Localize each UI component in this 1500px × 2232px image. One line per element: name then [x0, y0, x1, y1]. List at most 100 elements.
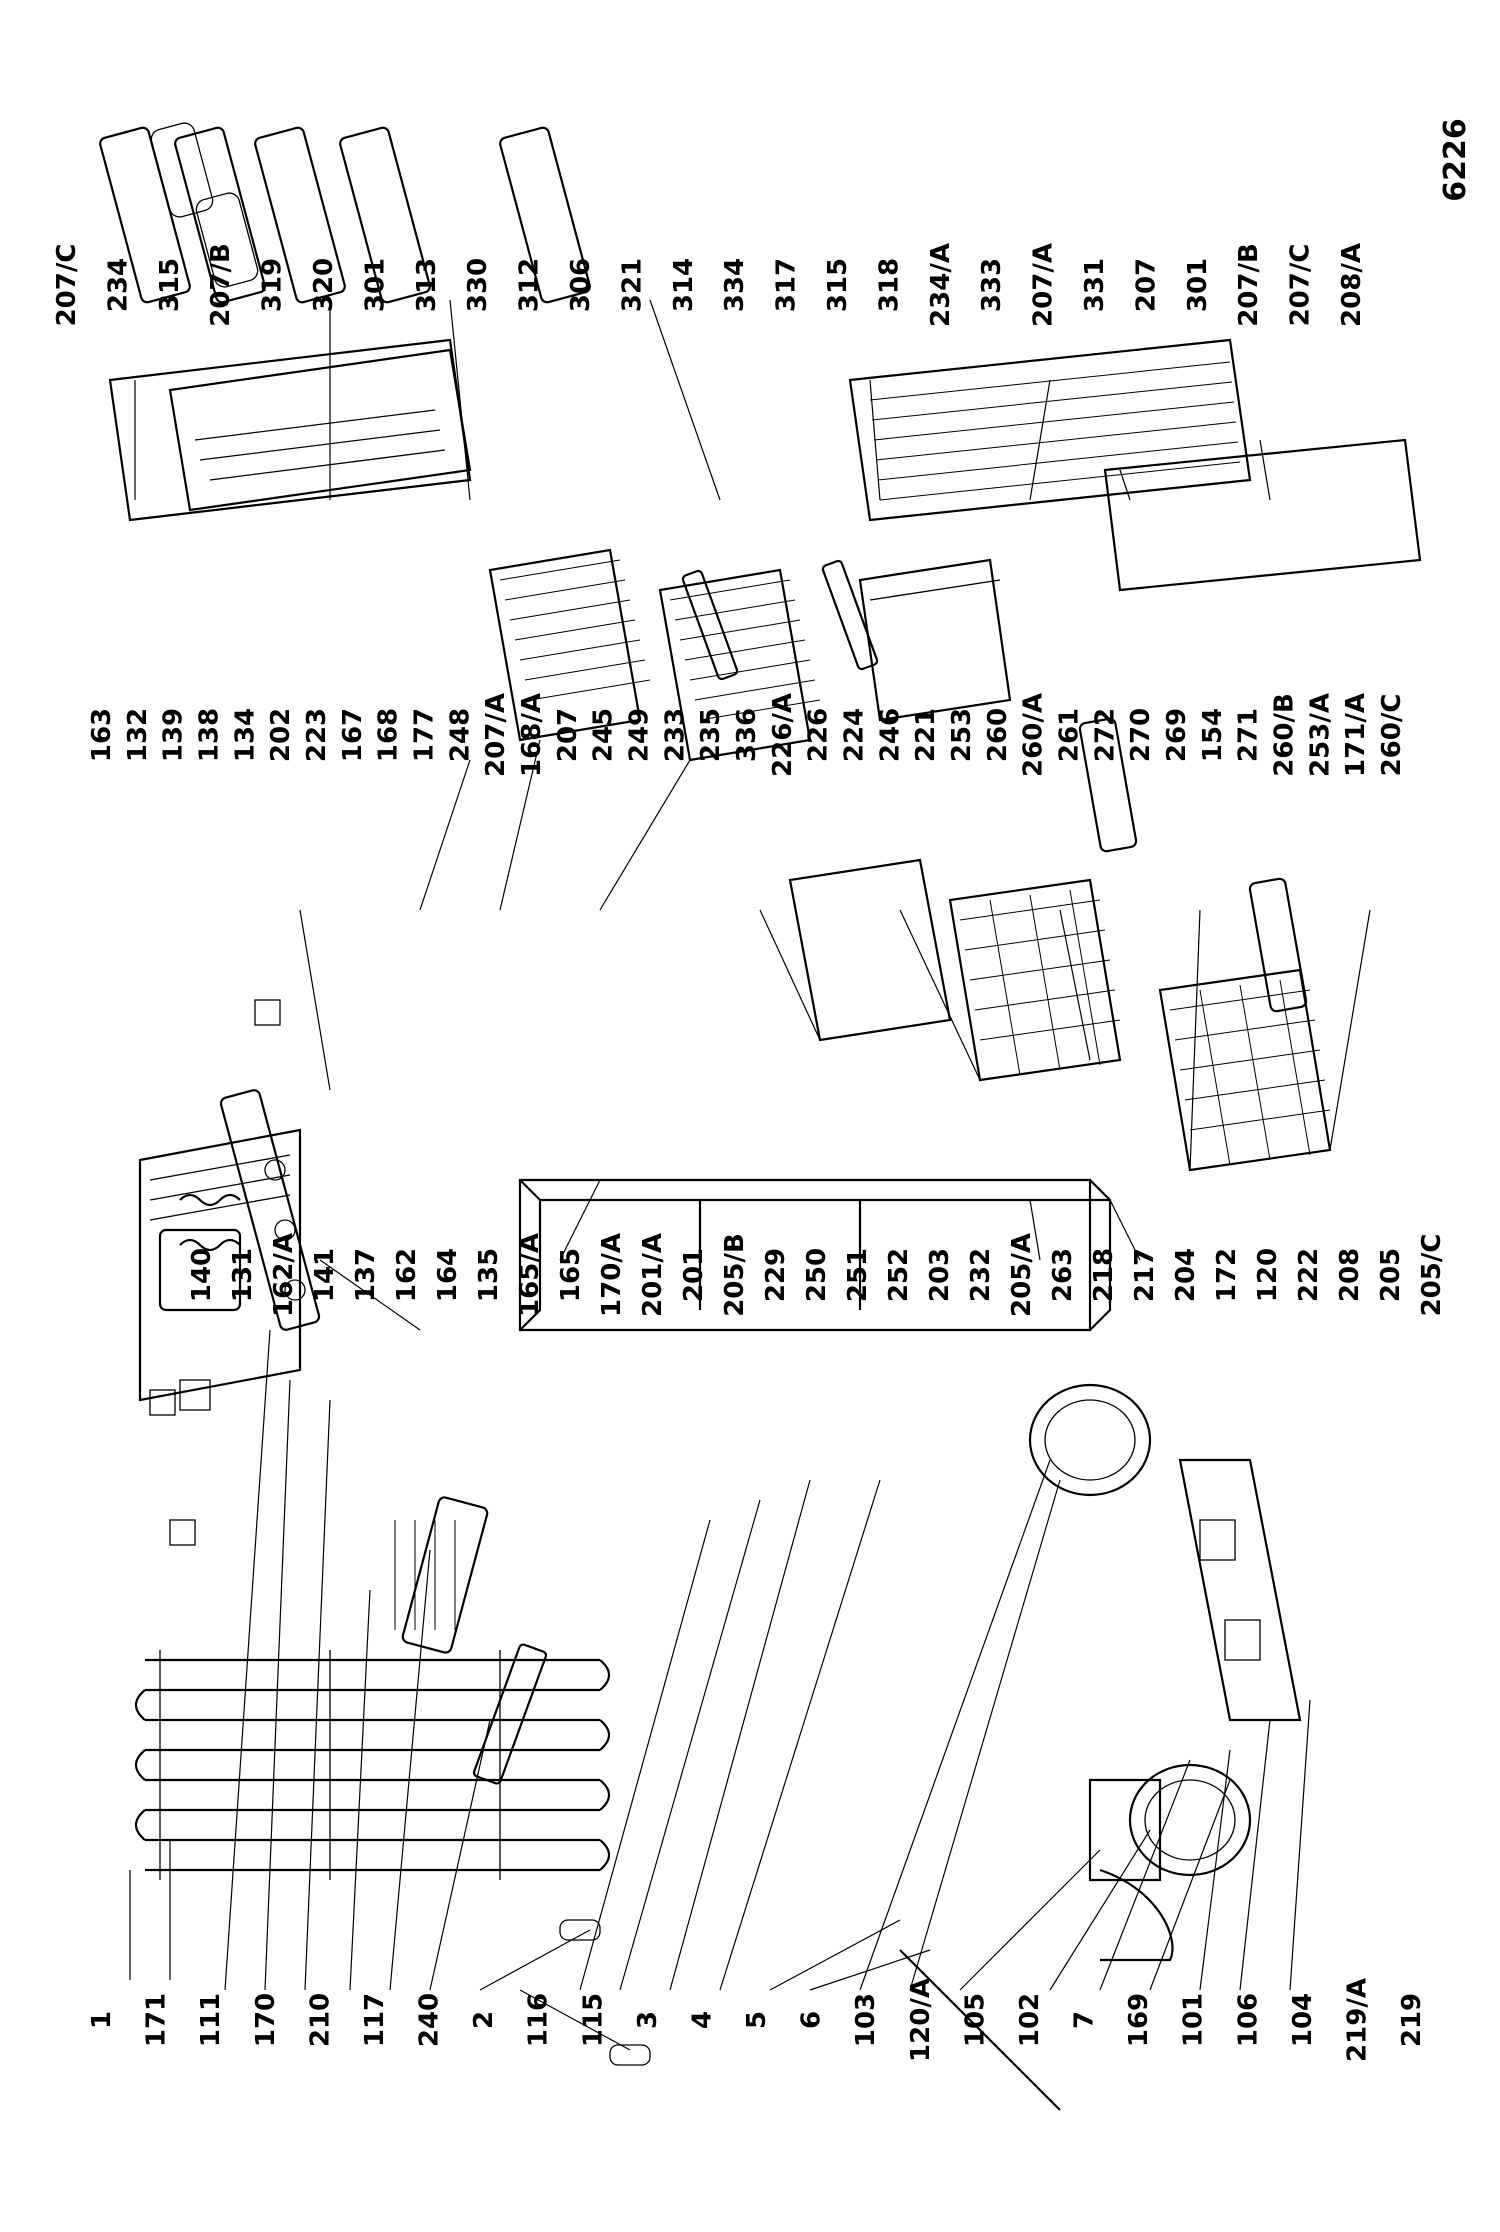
part-label: 207/B	[1234, 243, 1264, 327]
part-label: 137	[351, 1248, 381, 1302]
part-label: 232	[966, 1248, 996, 1302]
part-label: 138	[195, 708, 225, 762]
part-label: 315	[823, 258, 853, 312]
back-panel-plate	[138, 1128, 302, 1411]
part-label: 226/A	[768, 693, 798, 777]
part-label: 165	[556, 1248, 586, 1302]
part-label: 101	[1179, 1993, 1209, 2047]
part-label: 202	[266, 708, 296, 762]
part-label: 260/A	[1019, 693, 1049, 777]
fridge-door	[108, 338, 472, 522]
part-label: 207	[553, 708, 583, 762]
part-label: 269	[1162, 708, 1192, 762]
part-label: 170	[251, 1993, 281, 2047]
part-label: 224	[840, 708, 870, 762]
part-label: 162	[392, 1248, 422, 1302]
part-label: 103	[851, 1993, 881, 2047]
part-label: 172	[1212, 1248, 1242, 1302]
part-label: 120	[1253, 1248, 1283, 1302]
part-label: 251	[843, 1248, 873, 1302]
part-label: 105	[960, 1993, 990, 2047]
part-label: 313	[412, 258, 442, 312]
freezer-door	[848, 338, 1422, 592]
part-label: 240	[415, 1993, 445, 2047]
part-label: 169	[1124, 1993, 1154, 2047]
part-label: 207/A	[481, 693, 511, 777]
part-label: 223	[302, 708, 332, 762]
compressor	[1028, 1383, 1252, 1962]
part-label: 245	[589, 708, 619, 762]
part-label: 261	[1055, 708, 1085, 762]
part-label: 7	[1070, 2011, 1100, 2029]
part-label: 2	[469, 2011, 499, 2029]
part-label: 331	[1080, 258, 1110, 312]
part-label: 140	[187, 1248, 217, 1302]
part-label: 218	[1089, 1248, 1119, 1302]
part-label: 330	[463, 258, 493, 312]
part-label: 320	[309, 258, 339, 312]
part-label: 1	[87, 2011, 117, 2029]
part-label: 134	[230, 708, 260, 762]
part-label: 319	[258, 258, 288, 312]
part-label: 253/A	[1305, 693, 1335, 777]
part-label: 135	[474, 1248, 504, 1302]
vegetable-drawer	[858, 558, 1012, 722]
freezer-basket-lower	[1158, 968, 1332, 1172]
part-label: 334	[720, 258, 750, 312]
part-label: 111	[196, 1993, 226, 2047]
part-label: 252	[884, 1248, 914, 1302]
part-label: 336	[732, 708, 762, 762]
part-label: 234	[103, 258, 133, 312]
thermostat-springs	[179, 1193, 241, 1252]
part-label: 168	[374, 708, 404, 762]
drain-tube	[899, 1949, 1061, 2111]
wire-shelf-lower	[658, 568, 821, 762]
part-label: 201	[679, 1248, 709, 1302]
part-label: 6	[797, 2011, 827, 2029]
part-label: 203	[925, 1248, 955, 1302]
part-label: 115	[578, 1993, 608, 2047]
part-label: 321	[617, 258, 647, 312]
drawer-front-panels	[1078, 717, 1308, 1013]
part-label: 272	[1090, 708, 1120, 762]
part-label: 250	[802, 1248, 832, 1302]
part-label: 263	[1048, 1248, 1078, 1302]
part-label: 229	[761, 1248, 791, 1302]
part-label: 260/C	[1377, 694, 1407, 777]
part-label: 104	[1288, 1993, 1318, 2047]
compressor-mounting-plate	[1178, 1458, 1302, 1722]
ice-tray	[394, 1496, 489, 1654]
part-label: 177	[410, 708, 440, 762]
part-label: 253	[947, 708, 977, 762]
part-label: 301	[360, 258, 390, 312]
part-label: 205/C	[1417, 1234, 1447, 1317]
part-label: 207	[1131, 258, 1161, 312]
cover-plate-part	[472, 1643, 548, 1785]
glass-shelf	[788, 858, 952, 1042]
part-label: 4	[687, 2011, 717, 2029]
part-label: 167	[338, 708, 368, 762]
part-label: 5	[742, 2011, 772, 2029]
drawing-number: 6226	[1438, 118, 1473, 202]
part-label: 116	[524, 1993, 554, 2047]
part-label: 306	[566, 258, 596, 312]
part-label: 117	[360, 1993, 390, 2047]
part-label: 333	[977, 258, 1007, 312]
part-label: 207/C	[1286, 244, 1316, 327]
part-label: 205	[1376, 1248, 1406, 1302]
part-label: 270	[1126, 708, 1156, 762]
wire-shelf-upper	[488, 548, 651, 742]
part-label: 207/A	[1029, 243, 1059, 327]
part-label: 222	[1294, 1248, 1324, 1302]
part-label: 219	[1397, 1993, 1427, 2047]
part-label: 248	[445, 708, 475, 762]
part-label: 301	[1183, 258, 1213, 312]
part-label: 207/C	[52, 244, 82, 327]
part-label: 219/A	[1342, 1978, 1372, 2062]
part-label: 210	[305, 1993, 335, 2047]
part-label: 120/A	[906, 1978, 936, 2062]
part-label: 171	[142, 1993, 172, 2047]
part-label: 164	[433, 1248, 463, 1302]
part-label: 154	[1198, 708, 1228, 762]
part-label: 106	[1233, 1993, 1263, 2047]
